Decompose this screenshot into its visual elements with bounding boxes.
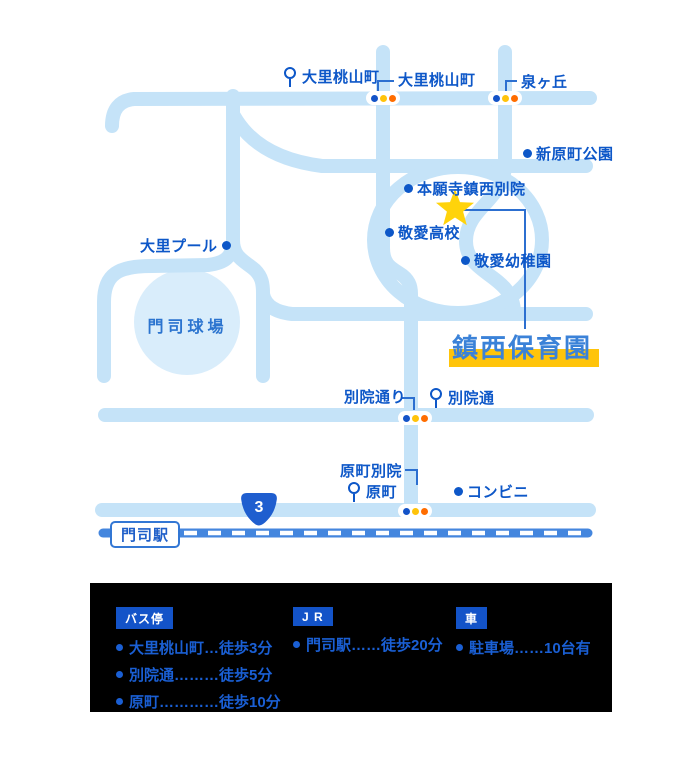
poi-dot-icon: [461, 256, 470, 265]
traffic-signal-icon: [398, 411, 432, 425]
tick-signal-mid: [401, 397, 415, 410]
bus-stop-icon: [429, 388, 443, 408]
signal-label-izumigaoka: 泉ヶ丘: [521, 74, 568, 91]
signal-label-momoyama: 大里桃山町: [398, 72, 476, 89]
access-legend: バス停 大里桃山町…徒歩3分 別院通………徒歩5分 原町…………徒歩10分 J …: [90, 583, 612, 712]
destination-star-icon: [436, 189, 474, 226]
legend-jr-column: J R 門司駅……徒歩20分: [293, 607, 443, 654]
route-3-shield-icon: 3: [241, 493, 277, 526]
poi-dot-icon: [454, 487, 463, 496]
bus-stop-label: 原町: [366, 484, 398, 501]
legend-badge-jr: J R: [293, 607, 333, 626]
traffic-signal-icon: [488, 91, 522, 105]
poi-park: 新原町公園: [523, 143, 614, 164]
bullet-icon: [116, 670, 123, 678]
poi-dot-icon: [523, 149, 532, 158]
tick-signal-top-left: [377, 80, 394, 91]
road-upper-mid: [227, 109, 593, 173]
road-vertical-b: [458, 45, 521, 320]
bullet-icon: [293, 640, 300, 648]
bullet-icon: [116, 697, 123, 705]
route-number: 3: [255, 499, 264, 516]
poi-kindergarten: 敬愛幼稚園: [461, 250, 552, 271]
bus-stop-label: 大里桃山町: [302, 69, 380, 86]
road-top: [105, 91, 597, 133]
road-network: [95, 45, 597, 518]
legend-bus-column: バス停 大里桃山町…徒歩3分 別院通………徒歩5分 原町…………徒歩10分: [116, 607, 281, 711]
poi-temple: 本願寺鎮西別院: [404, 178, 526, 199]
road-ring: [367, 160, 549, 320]
legend-car-column: 車 駐車場……10台有: [456, 607, 591, 657]
bus-stop-betsuindori: 別院通: [429, 387, 495, 408]
destination-highlight: [449, 349, 599, 367]
stadium-circle: [134, 269, 240, 375]
legend-item: 大里桃山町…徒歩3分: [116, 638, 281, 657]
bus-stop-icon: [283, 67, 297, 87]
poi-stadium: 門司球場: [147, 319, 228, 336]
tick-signal-bottom: [405, 469, 418, 485]
bullet-icon: [116, 643, 123, 651]
bus-stop-haramachi: 原町: [347, 481, 397, 502]
road-vertical-a: [376, 45, 418, 518]
signal-label-haramachi-betsuin: 原町別院: [340, 463, 403, 480]
signal-label-betsuindori: 別院通り: [344, 389, 407, 406]
poi-dot-icon: [404, 184, 413, 193]
poi-high-school: 敬愛高校: [385, 222, 460, 243]
legend-badge-bus: バス停: [116, 607, 174, 629]
bullet-icon: [456, 643, 463, 651]
destination-label-group: 鎮西保育園: [446, 328, 606, 370]
legend-item: 駐車場……10台有: [456, 638, 591, 657]
map-canvas: 3: [95, 45, 597, 538]
bus-stop-momoyama: 大里桃山町: [283, 66, 380, 87]
leader-lines: [377, 80, 526, 485]
station-name: 門司駅: [120, 527, 169, 544]
poi-pool: 大里プール: [140, 235, 231, 256]
station-label-box: 門司駅: [110, 521, 180, 548]
legend-item: 原町…………徒歩10分: [116, 692, 281, 711]
destination-leader-line: [463, 209, 526, 329]
tick-signal-top-right: [505, 80, 517, 91]
poi-dot-icon: [221, 241, 231, 250]
legend-badge-car: 車: [456, 607, 488, 629]
legend-item: 別院通………徒歩5分: [116, 665, 281, 684]
poi-convenience-store: コンビニ: [454, 481, 529, 502]
bus-stop-icon: [347, 482, 361, 502]
traffic-signal-icon: [398, 504, 432, 518]
destination-name: 鎮西保育園: [452, 333, 593, 363]
legend-item: 門司駅……徒歩20分: [293, 635, 443, 654]
road-mid: [256, 287, 593, 321]
traffic-signal-icon: [366, 91, 400, 105]
bus-stop-label: 別院通: [448, 390, 495, 407]
poi-dot-icon: [385, 228, 394, 237]
